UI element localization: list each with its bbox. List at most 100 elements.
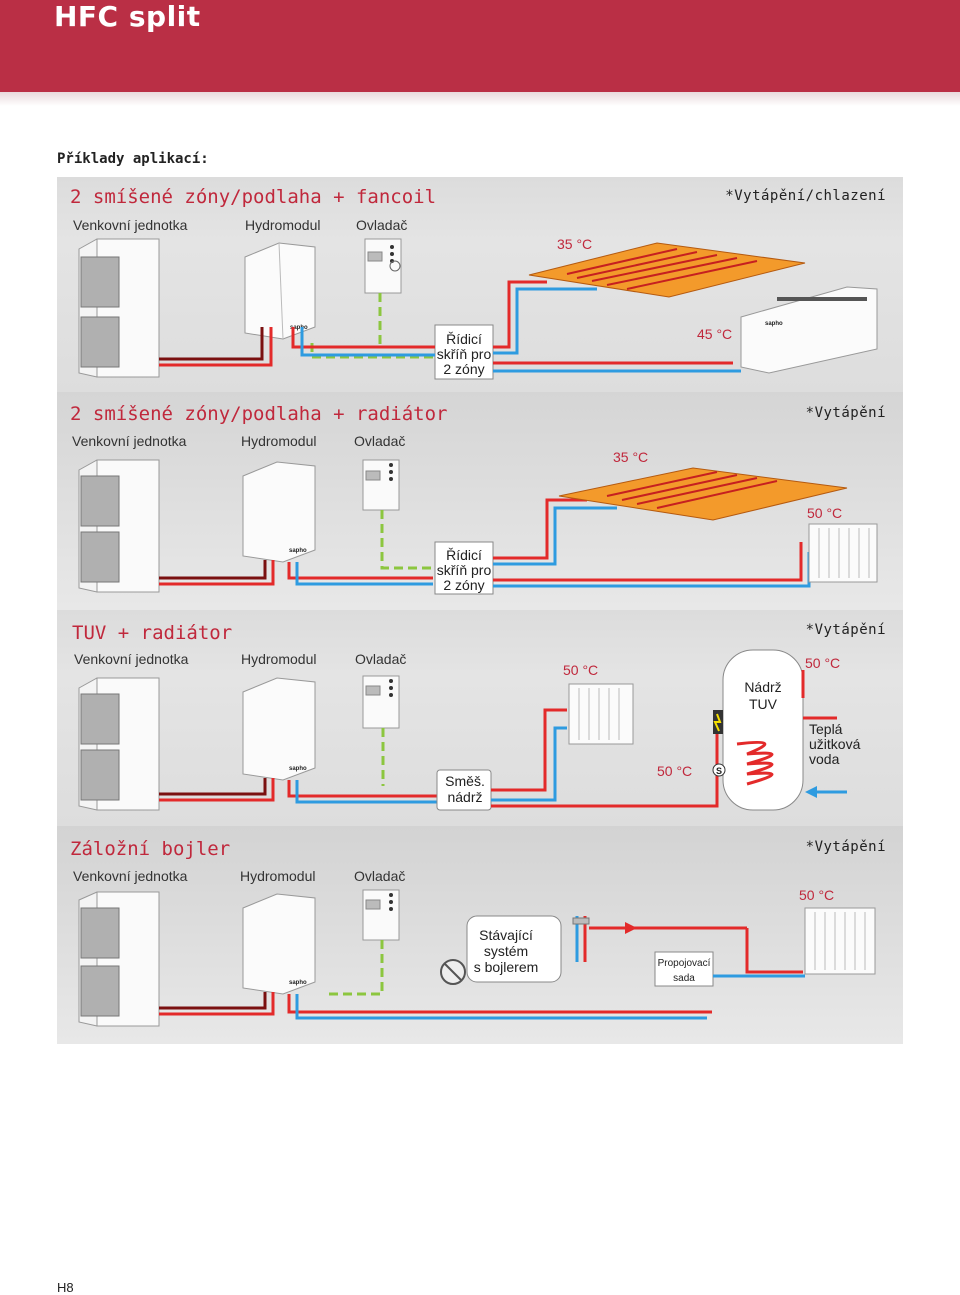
signal-line: [380, 510, 433, 570]
control-box: [434, 541, 494, 595]
sensor-icon: [712, 763, 726, 777]
panel-title: Záložní bojler: [70, 838, 231, 860]
valve-icon: [572, 917, 590, 925]
pipe-hot-1: [159, 778, 275, 802]
hydromodule-icon: sapho: [242, 893, 316, 995]
page-number: H8: [57, 1280, 74, 1295]
pipe-radiator-hot: [493, 542, 803, 582]
temp-radiator: 50 °C: [799, 887, 834, 903]
sensor-label: S: [716, 766, 722, 776]
panel-title: TUV + radiátor: [72, 622, 233, 644]
radiator-icon: [808, 523, 878, 583]
box-line-1: Řídicí: [446, 331, 482, 347]
pipe-hot-2: [291, 327, 435, 349]
boiler-line-3: s bojlerem: [474, 959, 539, 975]
controller-icon: [362, 889, 400, 941]
box-line-1: Řídicí: [446, 547, 482, 563]
hot-water-line-1: Teplá: [809, 721, 843, 737]
label-hydromodule: Hydromodul: [241, 651, 317, 667]
controller-icon: [362, 675, 400, 729]
panel-mode: *Vytápění: [805, 405, 886, 421]
label-hydromodule: Hydromodul: [245, 217, 321, 233]
temp-floor: 35 °C: [557, 236, 592, 252]
header-stripe: [0, 92, 960, 106]
label-outdoor-unit: Venkovní jednotka: [73, 868, 188, 884]
pipe-hot-2: [287, 994, 712, 1014]
floor-heating-icon: [528, 242, 806, 298]
panel-title: 2 smíšené zóny/podlaha + radiátor: [70, 403, 448, 425]
pipe-radiator-cold: [491, 726, 567, 802]
brand-logo: sapho: [289, 766, 307, 772]
connection-kit: [654, 951, 714, 987]
box-line-2: skříň pro: [437, 346, 492, 362]
brand-logo: sapho: [289, 548, 307, 554]
temp-floor: 35 °C: [613, 449, 648, 465]
pipe-cold-2: [295, 562, 433, 586]
radiator-icon: [804, 907, 876, 975]
kit-line-1: Propojovací: [658, 958, 711, 969]
radiator-icon: [568, 683, 634, 745]
pipe-floor-hot: [493, 280, 547, 349]
signal-line: [327, 940, 384, 996]
hot-water-line-3: voda: [809, 751, 840, 767]
panel-title: 2 smíšené zóny/podlaha + fancoil: [70, 186, 437, 208]
label-outdoor-unit: Venkovní jednotka: [74, 651, 189, 667]
pipe-hot-1: [159, 560, 275, 586]
buffer-line-2: nádrž: [447, 789, 482, 805]
temp-hot-water: 50 °C: [805, 655, 840, 671]
box-line-2: skříň pro: [437, 562, 492, 578]
label-outdoor-unit: Venkovní jednotka: [73, 217, 188, 233]
label-controller: Ovladač: [354, 433, 406, 449]
outdoor-unit-icon: [78, 238, 160, 378]
fancoil-brand: sapho: [765, 321, 783, 327]
boiler-line-1: Stávající: [479, 927, 533, 943]
panel-mode: *Vytápění: [805, 622, 886, 638]
header-bar: HFC split: [0, 0, 960, 92]
label-outdoor-unit: Venkovní jednotka: [72, 433, 187, 449]
hydromodule-icon: sapho: [244, 242, 316, 340]
pipe-radiator-hot: [491, 708, 567, 792]
hydromodule-icon: sapho: [242, 461, 316, 563]
hot-water-line-2: užitková: [809, 736, 861, 752]
pipe-floor-cold: [493, 287, 597, 355]
kit-line-2: sada: [673, 973, 695, 984]
label-controller: Ovladač: [354, 868, 406, 884]
pipe-hot-1: [159, 992, 275, 1016]
pipe-floor-hot: [493, 498, 587, 560]
temp-fancoil: 45 °C: [697, 326, 732, 342]
label-controller: Ovladač: [355, 651, 407, 667]
panel-2-diagram: sapho Řídicí skříň pro 2 zóny 35 °C 50 °…: [78, 449, 878, 595]
tank-line-2: TUV: [749, 696, 778, 712]
panel-mode: *Vytápění/chlazení: [725, 188, 886, 204]
boiler-line-2: systém: [484, 943, 528, 959]
outdoor-unit-icon: [78, 891, 160, 1027]
temp-radiator: 50 °C: [563, 662, 598, 678]
panel-floor-fancoil: 2 smíšené zóny/podlaha + fancoil *Vytápě…: [57, 177, 903, 392]
dhw-tank-icon: [722, 649, 804, 811]
box-line-3: 2 zóny: [443, 361, 484, 377]
intro-text: Příklady aplikací:: [57, 151, 209, 167]
hydromodule-icon: sapho: [242, 677, 316, 781]
pipe-cold-2: [300, 327, 435, 357]
temp-radiator: 50 °C: [807, 505, 842, 521]
controller-icon: [362, 459, 400, 511]
panel-4-diagram: sapho Stávající systém s bojlerem Propoj…: [78, 887, 876, 1027]
control-box: [434, 324, 494, 380]
pipe-dark-1: [159, 778, 267, 796]
panel-3-diagram: sapho Směš. nádrž 50 °C 50 °C Nádrž TUV: [78, 649, 861, 811]
pipe-dark-1: [159, 992, 267, 1010]
panel-1-diagram: sapho Řídicí skříň pro 2 zóny 35 °C 4: [78, 236, 878, 380]
outdoor-unit-icon: [78, 677, 160, 811]
brand-logo: sapho: [290, 325, 308, 331]
boiler-box: [466, 915, 562, 983]
pipe-cold-2: [295, 780, 437, 804]
buffer-line-1: Směš.: [445, 773, 485, 789]
outdoor-unit-icon: [78, 459, 160, 593]
page-title: HFC split: [54, 0, 201, 33]
temp-tank: 50 °C: [657, 763, 692, 779]
controller-icon: [364, 238, 402, 294]
signal-line: [378, 293, 433, 349]
panel-backup-boiler: Záložní bojler *Vytápění Venkovní jednot…: [57, 826, 903, 1044]
pipe-dark-1: [159, 327, 264, 361]
label-controller: Ovladač: [356, 217, 408, 233]
